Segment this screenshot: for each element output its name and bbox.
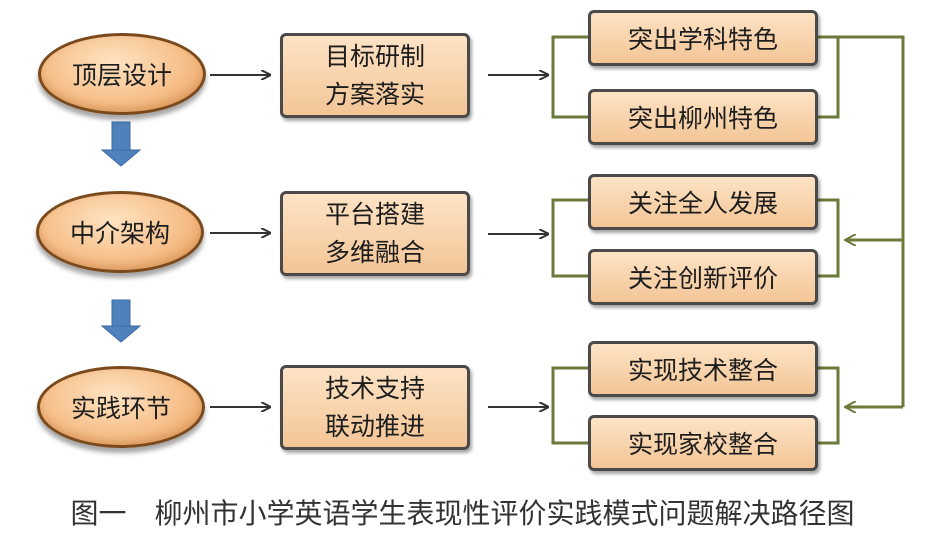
diagram-connectors	[100, 35, 905, 445]
stage-label-3: 实践环节	[70, 394, 171, 423]
bracket-left-3	[551, 366, 588, 445]
goal-line: 多维融合	[324, 237, 425, 267]
goal-line: 联动推进	[324, 411, 425, 441]
down-arrow-2	[100, 299, 142, 343]
stage-label-2: 中介架构	[69, 219, 170, 248]
goal-line: 技术支持	[324, 373, 425, 403]
outcome-box-1b: 突出柳州特色	[588, 89, 818, 145]
outcome-label: 实现技术整合	[627, 356, 778, 385]
goal-line: 平台搭建	[324, 199, 425, 229]
figure-caption: 图一 柳州市小学英语学生表现性评价实践模式问题解决路径图	[70, 497, 855, 530]
outcome-box-2a: 关注全人发展	[588, 174, 818, 230]
bracket-right-3	[818, 366, 840, 445]
bracket-right-1	[818, 35, 840, 119]
bracket-left-2	[551, 198, 588, 278]
goal-box-1: 目标研制 方案落实	[280, 33, 470, 118]
stage-ellipse-2: 中介架构	[36, 191, 204, 273]
goal-box-2: 平台搭建 多维融合	[280, 191, 470, 276]
outcome-label: 关注全人发展	[627, 189, 778, 218]
outcome-box-3a: 实现技术整合	[588, 341, 818, 397]
outcome-label: 实现家校整合	[627, 430, 778, 459]
outcome-box-3b: 实现家校整合	[588, 415, 818, 471]
outcome-label: 突出学科特色	[627, 25, 778, 54]
goal-line: 方案落实	[324, 79, 425, 109]
outcome-label: 突出柳州特色	[627, 104, 778, 133]
stage-ellipse-3: 实践环节	[37, 366, 205, 448]
goal-box-3: 技术支持 联动推进	[280, 365, 470, 450]
bracket-left-1	[551, 35, 588, 119]
stage-label-1: 顶层设计	[71, 61, 172, 90]
outcome-box-2b: 关注创新评价	[588, 249, 818, 305]
feedback-trunk	[838, 35, 905, 407]
outcome-label: 关注创新评价	[627, 264, 778, 293]
down-arrow-1	[100, 121, 142, 167]
bracket-right-2	[818, 198, 840, 278]
goal-line: 目标研制	[324, 41, 425, 71]
stage-ellipse-1: 顶层设计	[38, 33, 206, 115]
outcome-box-1a: 突出学科特色	[588, 10, 818, 66]
